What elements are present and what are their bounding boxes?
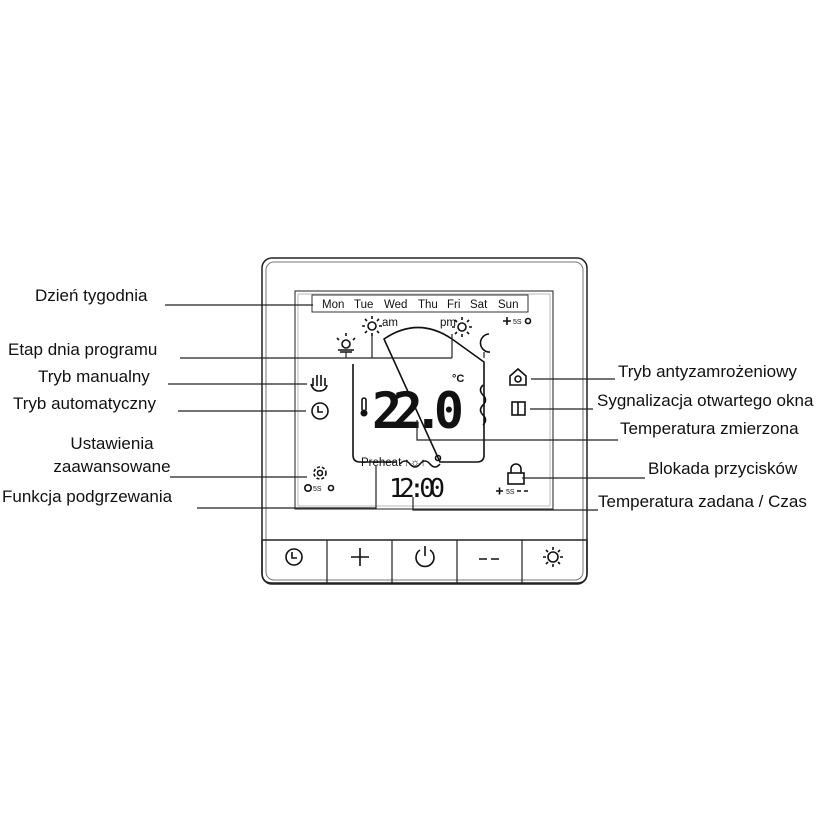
time-display: 12:00 [389, 474, 445, 504]
day-labels: Mon Tue Wed Thu Fri Sat Sun [322, 299, 518, 311]
pm-label: pm [440, 317, 456, 329]
lock-icon [507, 463, 525, 485]
sun-button[interactable] [523, 541, 586, 582]
day-wed: Wed [384, 299, 407, 311]
power-icon [415, 546, 435, 568]
plus-button[interactable] [328, 541, 391, 582]
label-antifreeze: Tryb antyzamrożeniowy [618, 362, 797, 381]
device-frame-inner [265, 261, 584, 581]
day-mon: Mon [322, 299, 344, 311]
thermometer-icon [360, 397, 368, 417]
label-set-temp-time: Temperatura zadana / Czas [598, 492, 807, 511]
clock-button[interactable] [263, 541, 326, 582]
label-preheat: Funkcja podgrzewania [2, 487, 173, 506]
label-advanced-1: Ustawienia [70, 434, 154, 453]
label-auto-mode: Tryb automatyczny [13, 394, 156, 413]
morning-sun-icon [362, 316, 382, 336]
sun-icon [524, 317, 532, 325]
gear-icon [313, 466, 327, 480]
label-key-lock: Blokada przycisków [648, 459, 798, 478]
clock-icon [285, 548, 303, 566]
label-manual-mode: Tryb manualny [38, 367, 150, 386]
day-fri: Fri [447, 299, 460, 311]
lcd-screen-inner [297, 293, 551, 507]
sunrise-icon [336, 333, 356, 353]
label-program-stage: Etap dnia programu [8, 340, 157, 359]
button-row [261, 539, 588, 584]
antifreeze-icon [509, 367, 527, 386]
plus-5s-sun-hint: 5S [503, 317, 532, 326]
day-thu: Thu [418, 299, 438, 311]
hold-5s-text: 5S [506, 489, 515, 496]
power-button[interactable] [393, 541, 456, 582]
lock-hint: 5S [496, 487, 528, 496]
day-sat: Sat [470, 299, 488, 311]
device-frame [261, 257, 588, 585]
minus-button[interactable] [458, 541, 521, 582]
afternoon-sun-icon [452, 317, 472, 337]
lcd-screen [294, 290, 554, 510]
days-box [311, 294, 529, 313]
hold-5s-text: 5S [313, 486, 322, 493]
hold-5s-text: 5S [513, 319, 522, 326]
label-day-of-week: Dzień tygodnia [35, 286, 148, 305]
label-open-window: Sygnalizacja otwartego okna [597, 391, 814, 410]
clock-auto-icon [311, 402, 329, 420]
label-measured-temp: Temperatura zmierzona [620, 419, 799, 438]
day-sun: Sun [498, 299, 518, 311]
no-icon [434, 454, 442, 462]
am-label: am [382, 317, 398, 329]
floor-heating-icon [399, 460, 441, 468]
heating-wave-icon [479, 384, 487, 426]
plus-icon [351, 548, 369, 566]
day-tue: Tue [354, 299, 373, 311]
advanced-hint: 5S [303, 483, 335, 493]
preheat-label: Preheat [361, 457, 402, 469]
label-advanced-2: zaawansowane [53, 457, 170, 476]
sun-icon [543, 547, 563, 567]
hand-icon [310, 375, 328, 392]
preheat-arrows-icon: ↑☼↑ [404, 457, 426, 469]
house-outline [352, 326, 485, 463]
measured-temperature: 22.0 [372, 382, 464, 440]
leader-lines [165, 304, 645, 511]
celsius-unit: °C [452, 373, 464, 385]
moon-icon [479, 333, 491, 353]
sun-icon [327, 484, 335, 492]
window-icon [511, 401, 526, 416]
